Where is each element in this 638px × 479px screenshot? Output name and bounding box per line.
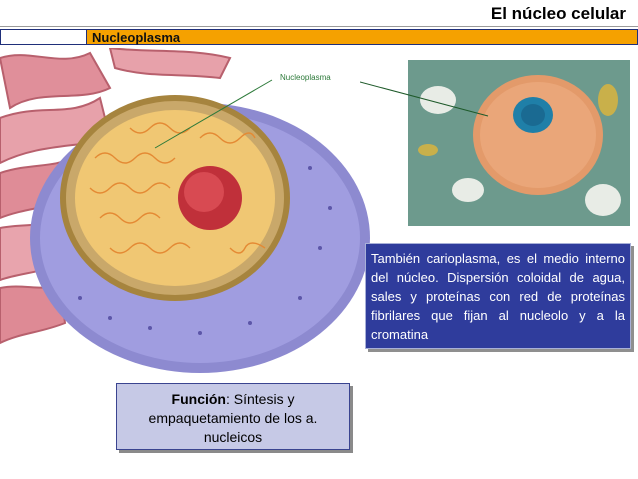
- micro-callout-line: [360, 81, 489, 117]
- endoplasmic-reticulum: [0, 48, 232, 345]
- cell-nucleus-illustration: [0, 48, 370, 373]
- page-title: El núcleo celular: [490, 4, 626, 23]
- description-box: También carioplasma, es el medio interno…: [365, 243, 631, 349]
- nucleus-micrograph: [408, 60, 630, 226]
- callout-label: Nucleoplasma: [280, 73, 331, 82]
- section-bar: Nucleoplasma: [0, 29, 638, 47]
- function-box: Función: Síntesis y empaquetamiento de l…: [116, 383, 350, 450]
- nucleoplasm: [75, 110, 275, 286]
- ribosomes: [78, 166, 332, 335]
- function-text: : Síntesis y empaquetamiento de los a. n…: [148, 391, 318, 445]
- section-bar-tab: [0, 29, 86, 45]
- description-text: También carioplasma, es el medio interno…: [371, 251, 625, 342]
- callout-line: [154, 79, 273, 149]
- function-label: Función: [171, 391, 226, 407]
- title-divider: [0, 26, 638, 27]
- section-title: Nucleoplasma: [92, 30, 181, 45]
